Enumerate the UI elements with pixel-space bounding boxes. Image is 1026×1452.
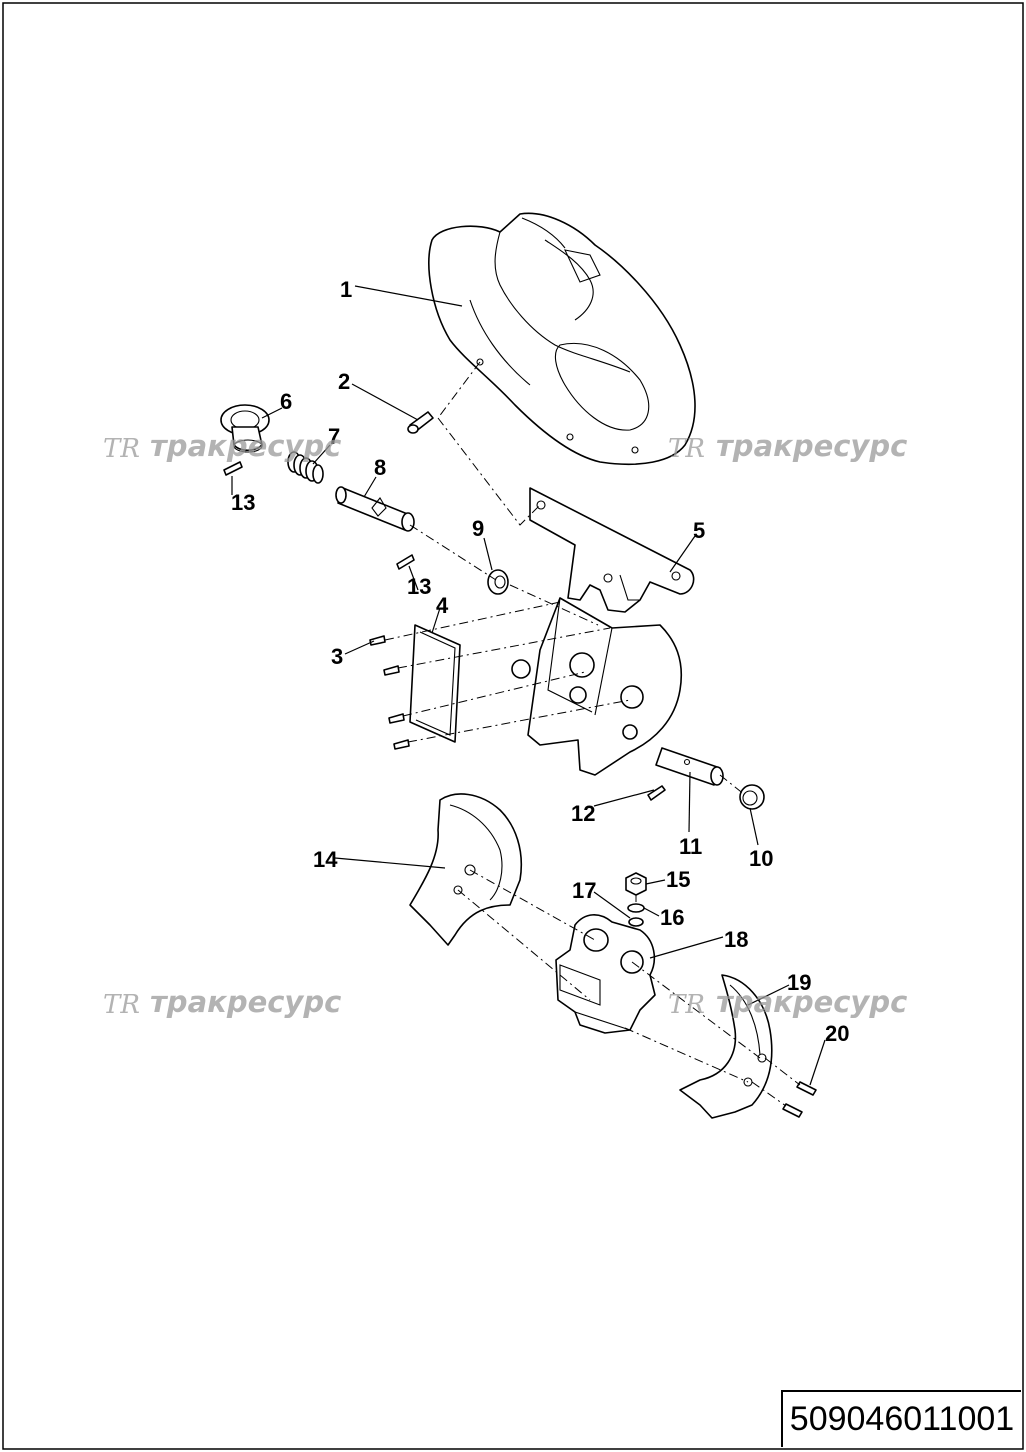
callout-18: 18 <box>724 927 748 952</box>
svg-text:TR: TR <box>668 990 705 1020</box>
callout-16: 16 <box>660 905 684 930</box>
part-pin-8 <box>335 486 415 532</box>
assembly-lines <box>384 361 801 1107</box>
part-spring-7 <box>287 451 324 484</box>
watermark-bottom-right: TR тракресурс <box>668 985 907 1020</box>
part-right-cover-19 <box>679 974 773 1119</box>
watermark-top-right: TR тракресурс <box>668 429 907 464</box>
svg-text:тракресурс: тракресурс <box>150 429 341 463</box>
callout-13a: 13 <box>231 490 255 515</box>
part-plate-5 <box>529 487 695 613</box>
callout-17: 17 <box>572 878 596 903</box>
svg-text:тракресурс: тракресурс <box>716 429 907 463</box>
part-washer-16 <box>627 903 645 913</box>
watermark-bottom-left: TR тракресурс <box>103 985 341 1020</box>
part-bushing-10 <box>739 784 765 810</box>
part-bracket <box>511 597 683 776</box>
part-cap-6 <box>220 404 270 453</box>
part-pin-12 <box>647 785 666 801</box>
part-handle-housing <box>428 212 696 465</box>
callout-7: 7 <box>328 424 340 449</box>
svg-text:TR: TR <box>668 434 705 464</box>
part-screw-2 <box>407 411 434 434</box>
document-number: 509046011001 <box>789 1400 1015 1438</box>
part-screws-3 <box>369 635 410 750</box>
callout-15: 15 <box>666 867 690 892</box>
callout-11: 11 <box>679 834 702 859</box>
callout-20: 20 <box>825 1021 849 1046</box>
callout-3: 3 <box>331 644 343 669</box>
callout-9: 9 <box>472 516 484 541</box>
part-housing-18 <box>555 914 656 1034</box>
callout-13b: 13 <box>407 574 431 599</box>
callout-4: 4 <box>436 593 449 618</box>
part-left-cover-14 <box>409 793 523 946</box>
callout-14: 14 <box>313 847 338 872</box>
document-number-box: 509046011001 <box>781 1390 1021 1447</box>
callout-6: 6 <box>280 389 292 414</box>
part-shaft-11 <box>655 747 724 786</box>
part-cotter-13a <box>223 461 243 476</box>
callout-2: 2 <box>338 369 350 394</box>
callout-8: 8 <box>374 455 386 480</box>
callout-19: 19 <box>787 970 811 995</box>
part-washer-17 <box>628 917 644 927</box>
svg-text:TR: TR <box>103 990 140 1020</box>
part-bushing-9 <box>487 569 509 595</box>
part-cotter-13b <box>396 554 415 570</box>
callout-labels: 1 2 3 4 5 6 7 8 9 10 11 12 13 13 14 15 1… <box>231 277 849 1046</box>
svg-text:тракресурс: тракресурс <box>716 985 907 1019</box>
part-screws-20 <box>782 1081 817 1118</box>
part-nut-15 <box>625 872 647 896</box>
callout-12: 12 <box>571 801 595 826</box>
callout-10: 10 <box>749 846 773 871</box>
callout-1: 1 <box>340 277 352 302</box>
callout-5: 5 <box>693 518 705 543</box>
watermark-top-left: TR тракресурс <box>103 429 341 464</box>
part-cover-4 <box>409 624 461 743</box>
svg-text:TR: TR <box>103 434 140 464</box>
svg-text:тракресурс: тракресурс <box>150 985 341 1019</box>
leader-lines <box>231 285 826 1086</box>
